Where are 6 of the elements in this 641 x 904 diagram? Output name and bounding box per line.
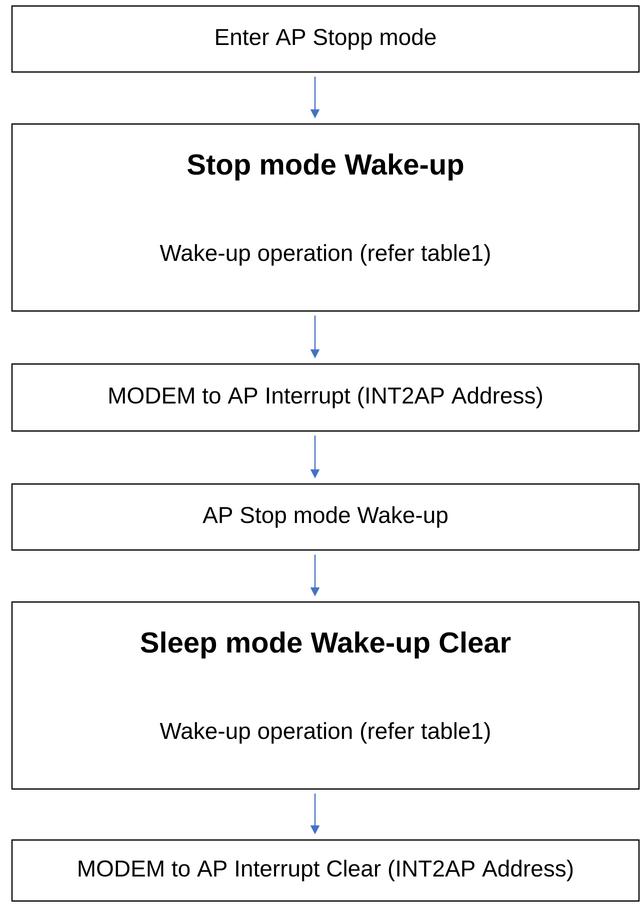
process-box: Stop mode Wake-up Wake-up operation (refer table1) — [11, 123, 640, 312]
process-box: Enter AP Stopp mode — [11, 5, 640, 73]
process-box: AP Stop mode Wake-up — [11, 483, 640, 551]
process-box: Sleep mode Wake-up Clear Wake-up operation (refer table1) — [11, 601, 640, 790]
process-box: MODEM to AP Interrupt (INT2AP Address) — [11, 363, 640, 432]
process-box: MODEM to AP Interrupt Clear (INT2AP Address) — [11, 839, 640, 902]
